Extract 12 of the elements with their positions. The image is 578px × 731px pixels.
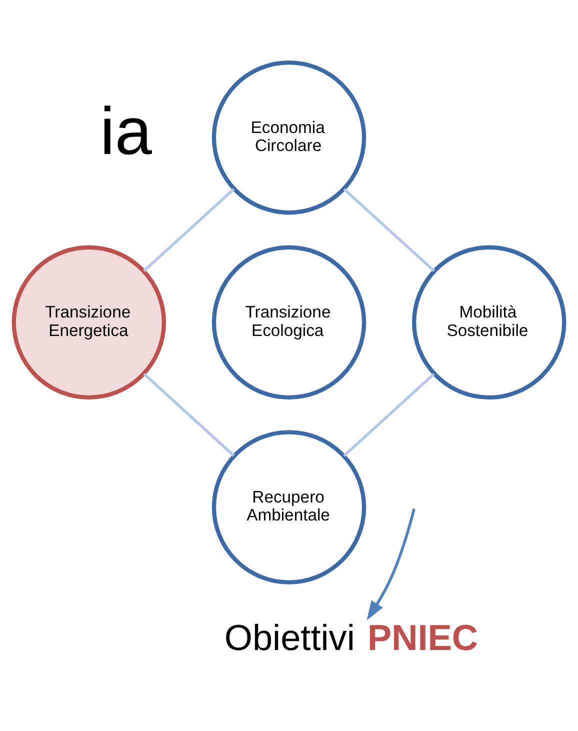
connector [142, 188, 235, 272]
connector [343, 373, 435, 457]
connector [143, 373, 235, 457]
node-circle: Mobilità Sostenibile [412, 245, 566, 400]
arrow [366, 508, 416, 620]
node-circle: Recupero Ambientale [212, 430, 366, 584]
connector [343, 188, 436, 272]
node-circle: Transizione Ecologica [212, 245, 366, 400]
node-circle: Economia Circolare [212, 60, 366, 215]
node-circle: Transizione Energetica [12, 245, 166, 400]
node-text: Obiettivi PNIEC [224, 617, 478, 658]
label: ia [100, 95, 152, 170]
